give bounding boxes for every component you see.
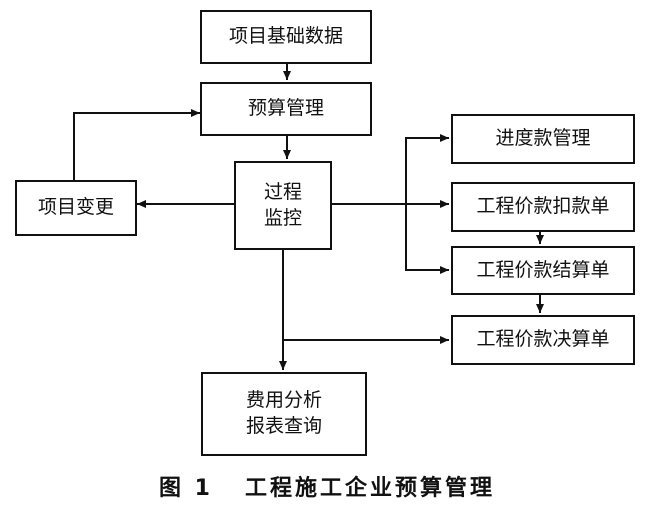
figure-caption: 图 1 工程施工企业预算管理 (159, 476, 495, 501)
node-project-data: 项目基础数据 (200, 10, 372, 64)
arrow-branch-to-progress (405, 134, 449, 204)
node-process-monitor: 过程 监控 (234, 161, 332, 250)
node-project-change: 项目变更 (15, 180, 137, 236)
arrow-change-to-budget (73, 109, 200, 180)
arrow-branch-to-settlement (405, 204, 449, 274)
node-budget-management: 预算管理 (200, 82, 372, 136)
node-final-account-form: 工程价款决算单 (451, 315, 635, 365)
node-settlement-form: 工程价款结算单 (451, 246, 635, 295)
node-progress-payment: 进度款管理 (451, 114, 635, 164)
node-deduction-form: 工程价款扣款单 (451, 182, 635, 232)
node-cost-analysis: 费用分析 报表查询 (201, 372, 367, 456)
